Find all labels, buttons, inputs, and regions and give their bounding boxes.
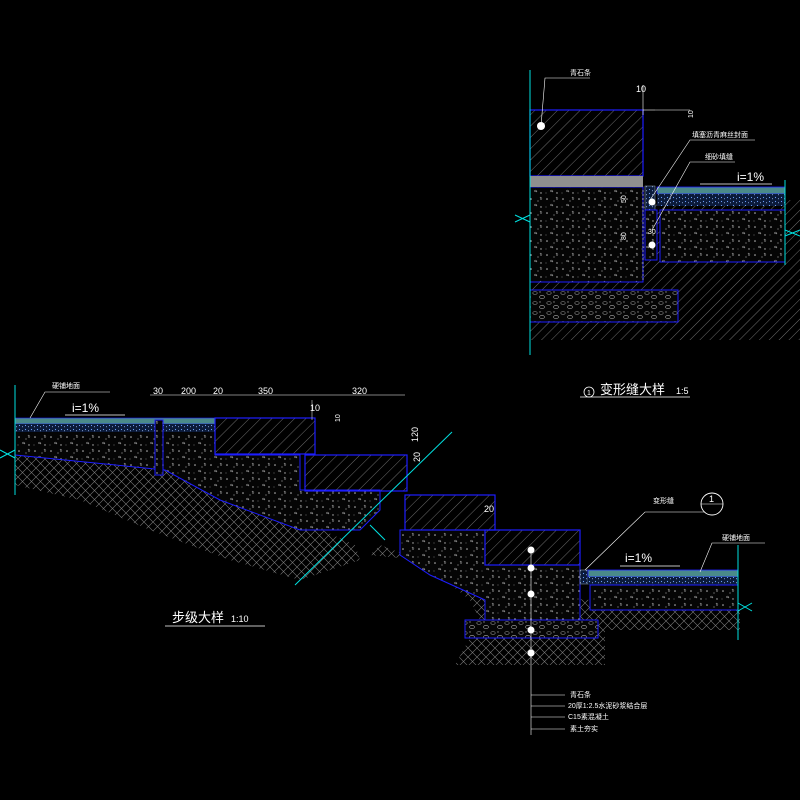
stair-concrete-left [14,424,381,531]
joint-detail: 青石条 10 10 填塞沥青麻丝封面 细砂填缝 i=1% 50 30 80 1 … [514,68,800,398]
joint-dim-50: 50 [621,195,628,203]
stair-joint [154,419,164,476]
stair-soil-left [15,455,360,580]
stair-dim-350: 350 [258,386,273,396]
stair-dim-small-b: 10 [335,414,342,422]
stair-right-mortar [588,577,738,585]
joint-dim-80: 80 [621,232,628,240]
stair-detail-lower: 20 变形缝 1 硬铺地面 i=1% 青石条 20厚1:2.5水泥砂浆结合层 C… [370,492,765,735]
stair-surface-label: 硬铺地面 [52,381,80,390]
stair-surface-strip [14,417,216,425]
stair-right-concrete [589,584,739,611]
joint-label-sealant: 填塞沥青麻丝封面 [692,130,748,139]
stair-right-surface [587,569,739,578]
stair-detail-upper: 硬铺地面 i=1% 30 200 20 350 320 10 10 120 20… [0,381,453,627]
joint-scale: 1:5 [676,386,689,396]
stair-joint-label: 变形缝 [653,496,674,505]
stair-surface-label-right: 硬铺地面 [722,533,750,542]
joint-label-top: 青石条 [570,68,591,77]
joint-filler [644,185,656,211]
stair-dim-200: 200 [181,386,196,396]
stair-dim-320: 320 [352,386,367,396]
stair-dim-lower: 20 [484,504,494,514]
stair-dim-vertical-120: 120 [410,427,420,442]
stair-callout-number: 1 [709,494,714,504]
joint-gravel-layer [529,289,679,323]
stair-dim-small-a: 10 [310,403,320,413]
joint-dim-30: 30 [648,229,656,236]
stair-slope-label: i=1% [72,401,99,415]
joint-dim-top: 10 [636,84,646,94]
joint-slope-label: i=1% [737,170,764,184]
layer-label-1: 青石条 [570,690,591,699]
stair-scale: 1:10 [231,614,249,624]
joint-stone-block [529,109,644,177]
stair-step-1 [214,417,316,455]
joint-mortar-strip [530,176,643,187]
joint-right-concrete [659,209,786,263]
stair-mortar-strip [15,424,215,432]
stair-dim-20: 20 [213,386,223,396]
stair-dim-30: 30 [153,386,163,396]
joint-right-surface [656,186,786,195]
joint-right-mortar [657,194,785,206]
layer-label-4: 素土夯实 [570,724,598,733]
stair-step-3 [404,494,496,531]
joint-title: 变形缝大样 [600,382,665,397]
stair-dim-vertical-20: 20 [412,452,422,462]
joint-label-fill: 细砂填缝 [705,152,733,161]
stair-joint-right [579,569,589,585]
joint-dim-right: 10 [688,110,695,118]
stair-slope-label-right: i=1% [625,551,652,565]
layer-label-3: C15素混凝土 [568,712,609,721]
joint-callout-number: 1 [587,390,591,397]
layer-label-2: 20厚1:2.5水泥砂浆结合层 [568,701,647,710]
stair-step-2 [304,454,408,492]
stair-title: 步级大样 [172,610,224,625]
